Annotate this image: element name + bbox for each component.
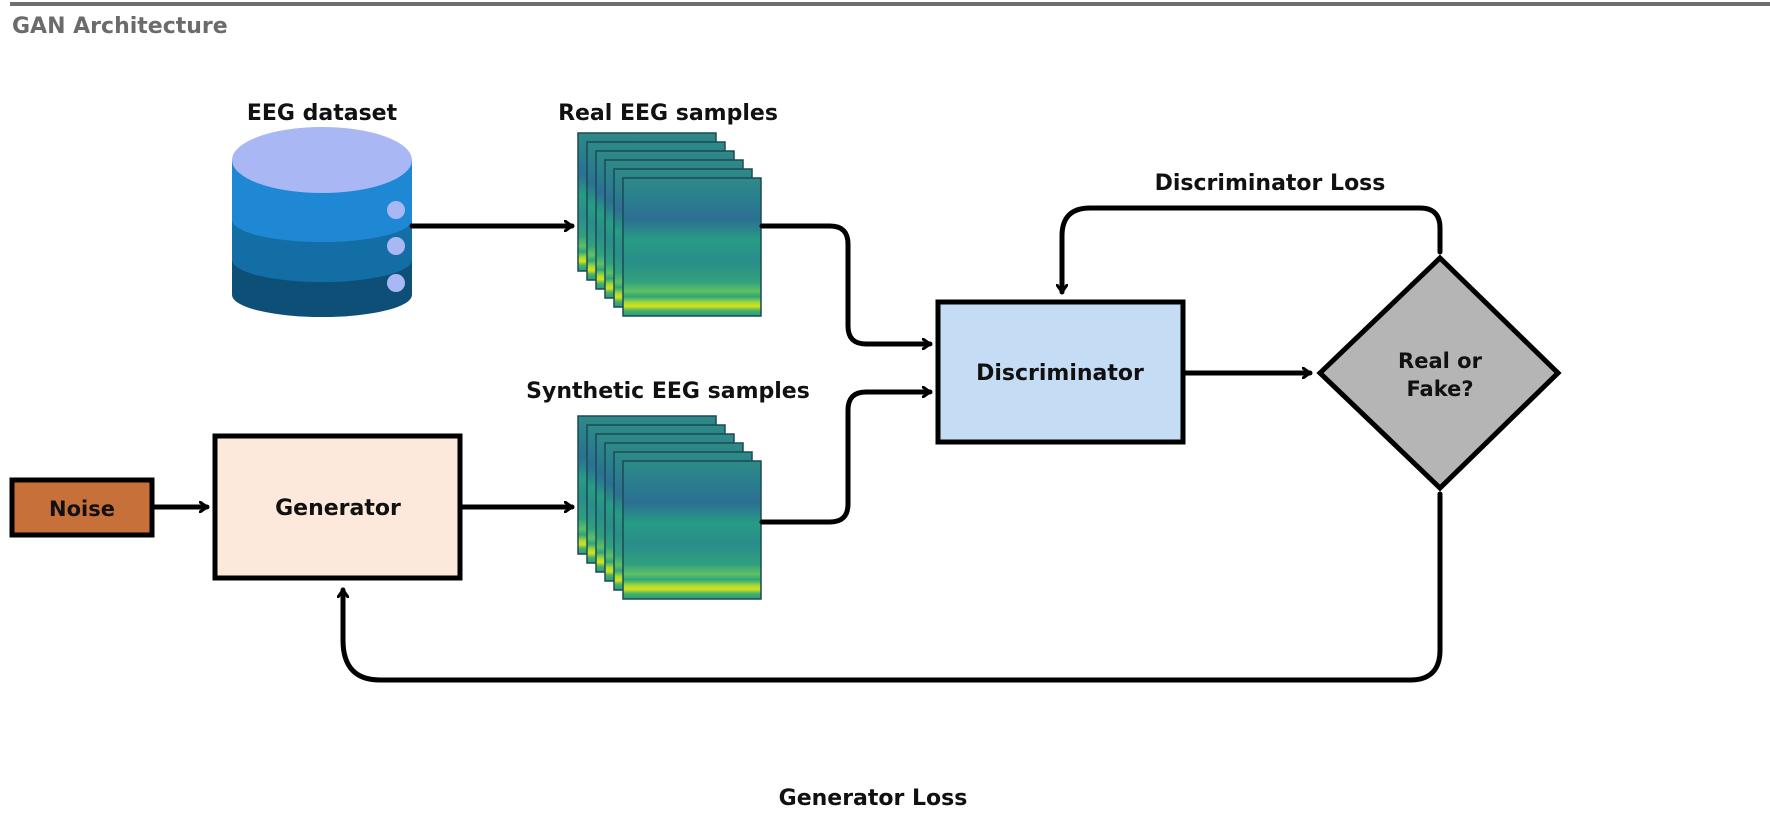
decision-label-line2: Fake? — [1406, 377, 1473, 401]
generator-label: Generator — [275, 496, 401, 521]
spectrogram-frame — [622, 177, 762, 317]
synthetic-samples-stack — [577, 415, 762, 600]
decision-label-line1: Real or — [1398, 349, 1483, 373]
synthetic-samples-label: Synthetic EEG samples — [526, 379, 810, 404]
discriminator-node: Discriminator — [935, 299, 1186, 445]
arrow-generator-loss — [343, 491, 1443, 683]
spectrogram-frame — [622, 460, 762, 600]
real-samples-stack — [577, 132, 762, 317]
page-title: GAN Architecture — [12, 14, 228, 39]
arrow-synthetic-to-discriminator — [759, 392, 933, 525]
discriminator-loss-label: Discriminator Loss — [1155, 171, 1386, 196]
noise-label: Noise — [49, 497, 115, 521]
generator-loss-label: Generator Loss — [779, 786, 968, 811]
discriminator-label: Discriminator — [976, 361, 1144, 386]
decision-node: Real or Fake? — [1316, 254, 1562, 492]
noise-node: Noise — [9, 477, 155, 538]
arrow-discriminator-loss — [1062, 205, 1443, 295]
db-dot — [387, 201, 405, 219]
db-dot — [387, 274, 405, 292]
generator-node: Generator — [212, 433, 463, 581]
db-top — [232, 127, 412, 193]
db-dot — [387, 237, 405, 255]
arrow-real-to-discriminator — [759, 223, 933, 344]
top-rule — [10, 2, 1770, 6]
dataset-label: EEG dataset — [247, 101, 398, 126]
database-icon — [232, 127, 412, 317]
real-samples-label: Real EEG samples — [558, 101, 778, 126]
